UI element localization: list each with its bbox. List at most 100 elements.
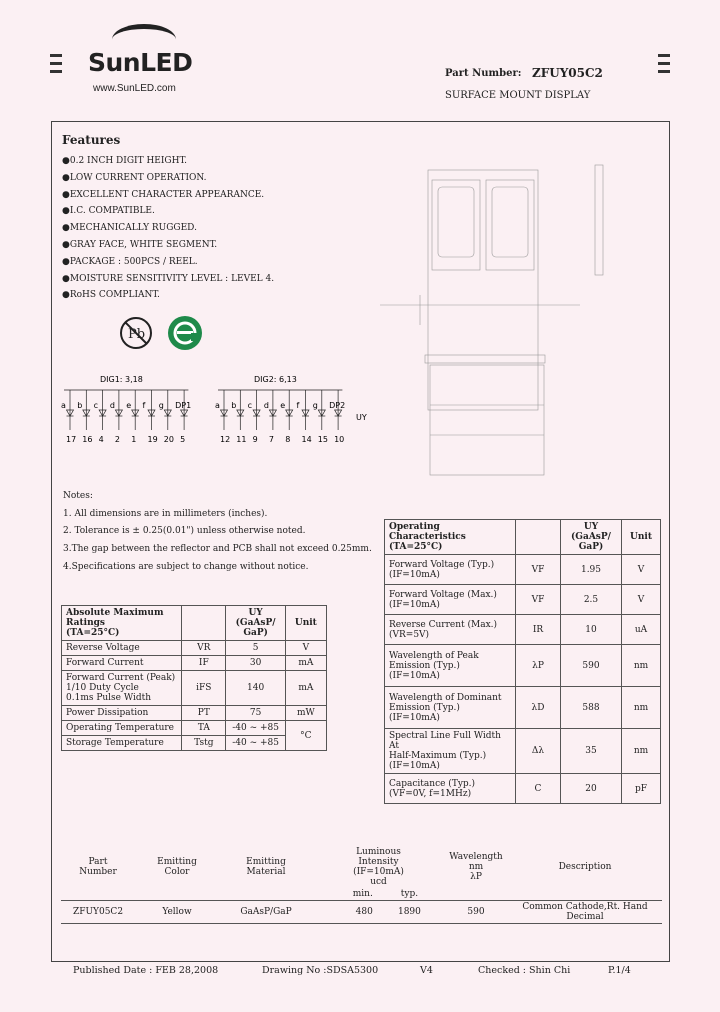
logo-arc-icon: [112, 24, 176, 55]
symbol: VF: [515, 584, 561, 615]
pin-number: 10: [334, 435, 344, 444]
pin-number: 20: [164, 435, 174, 444]
operating-characteristics-table: Operating Characteristics(TA=25°C) UY(Ga…: [384, 519, 661, 804]
website-url[interactable]: www.SunLED.com: [93, 83, 176, 94]
pin-number: 15: [318, 435, 328, 444]
value: 590: [560, 644, 622, 687]
value: 30: [225, 655, 286, 671]
value: 5: [225, 640, 286, 656]
pin-number: 1: [131, 435, 136, 444]
symbol: Δλ: [515, 728, 561, 774]
segment-label: e: [280, 401, 285, 410]
diode-icon: [219, 409, 229, 417]
abs-max-title: Absolute Maximum Ratings: [66, 608, 164, 628]
note-item: 3.The gap between the reflector and PCB …: [63, 544, 372, 555]
header-part: Part Number: [79, 857, 117, 877]
param: Capacitance (Typ.) (VF=0V, f=1MHz): [384, 773, 516, 804]
page-number: P.1/4: [608, 965, 631, 976]
version: V4: [420, 965, 433, 976]
cell-typ: 1890: [374, 900, 444, 924]
symbol: iFS: [181, 670, 227, 706]
segment-label: d: [110, 401, 115, 410]
pin-number: 9: [253, 435, 258, 444]
diode-icon: [114, 409, 124, 417]
col-uy: UY: [583, 522, 599, 532]
value: 1.95: [560, 554, 622, 585]
symbol: TA: [181, 720, 227, 736]
symbol: VR: [181, 640, 227, 656]
diode-icon: [301, 409, 310, 417]
symbol: λP: [515, 644, 561, 687]
unit: mA: [284, 670, 328, 706]
dig1-label: DIG1: 3,18: [100, 375, 143, 384]
pin-number: 14: [302, 435, 312, 444]
feature-item: ●RoHS COMPLIANT.: [62, 290, 160, 301]
note-item: 2. Tolerance is ± 0.25(0.01") unless oth…: [63, 526, 306, 537]
op-char-title: Operating Characteristics: [389, 522, 466, 542]
diode-icon: [98, 409, 107, 417]
left-bars-decoration: [50, 54, 62, 78]
param: Wavelength of Peak Emission (Typ.) (IF=1…: [384, 644, 516, 687]
feature-item: ●PACKAGE : 500PCS / REEL.: [62, 256, 198, 267]
diode-icon: [131, 409, 140, 417]
package-top-outline: [427, 169, 539, 411]
feature-item: ●MOISTURE SENSITIVITY LEVEL : LEVEL 4.: [62, 273, 275, 284]
col-material-2: GaP): [578, 542, 604, 552]
pad-layout-outline: [429, 364, 545, 476]
segment-label: a: [215, 401, 220, 410]
part-number: ZFUY05C2: [532, 66, 603, 80]
header-typ: typ.: [374, 888, 444, 901]
header-description: Description: [558, 862, 612, 872]
note-item: 4.Specifications are subject to change w…: [63, 561, 309, 572]
symbol: IF: [181, 655, 227, 671]
col-uy: UY: [248, 608, 263, 618]
feature-item: ●EXCELLENT CHARACTER APPEARANCE.: [62, 189, 265, 200]
unit: V: [621, 554, 661, 585]
header-material: Emitting Material: [246, 857, 286, 877]
pin-number: 5: [180, 435, 185, 444]
circuit-diagram: DIG1: 3,18 DIG2: 6,13 UY a17b16c4d2e1f19…: [61, 375, 367, 444]
symbol: Tstg: [181, 735, 227, 751]
unit: uA: [621, 614, 661, 645]
note-item: 1. All dimensions are in millimeters (in…: [63, 508, 268, 519]
param: Forward Current: [60, 655, 183, 671]
table-header-row: Part Number Emitting Color Emitting Mate…: [61, 846, 662, 888]
symbol: VF: [515, 554, 561, 585]
diode-icon: [317, 409, 326, 417]
unit: nm: [621, 686, 661, 729]
pin-number: 2: [115, 435, 120, 444]
feature-item: ●LOW CURRENT OPERATION.: [62, 172, 207, 183]
value: -40 ~ +85: [225, 735, 286, 751]
right-bars-decoration: [658, 54, 670, 78]
features-list: ●0.2 INCH DIGIT HEIGHT. ●LOW CURRENT OPE…: [62, 153, 274, 304]
table-header-row: Absolute Maximum Ratings(TA=25°C) UY(GaA…: [60, 605, 328, 641]
pin-number: 11: [236, 435, 246, 444]
table-row: Forward Current (Peak) 1/10 Duty Cycle 0…: [60, 670, 328, 706]
value: 588: [560, 686, 622, 729]
param: Operating Temperature: [60, 720, 183, 736]
diode-icon: [163, 409, 172, 417]
package-bottom-outline: [424, 354, 546, 364]
dimension-drawing: [380, 164, 604, 476]
pin-number: 19: [148, 435, 158, 444]
table-header-row: Operating Characteristics(TA=25°C) UY(Ga…: [384, 519, 661, 555]
color-code-label: UY: [356, 413, 367, 422]
diode-icon: [236, 409, 245, 417]
value: -40 ~ +85: [225, 720, 286, 736]
segment-label: DP1: [175, 401, 191, 410]
param: Power Dissipation: [60, 705, 183, 721]
diode-icon: [65, 409, 75, 417]
cell-color: Yellow: [135, 900, 219, 924]
feature-item: ●GRAY FACE, WHITE SEGMENT.: [62, 239, 218, 250]
datasheet-frame: [51, 121, 670, 962]
notes-title: Notes:: [63, 491, 93, 501]
table-row: Wavelength of Dominant Emission (Typ.) (…: [384, 686, 661, 729]
feature-item: ●0.2 INCH DIGIT HEIGHT.: [62, 156, 187, 166]
checked-by: Checked : Shin Chi: [478, 965, 571, 976]
unit: mW: [284, 705, 328, 721]
unit: nm: [621, 644, 661, 687]
